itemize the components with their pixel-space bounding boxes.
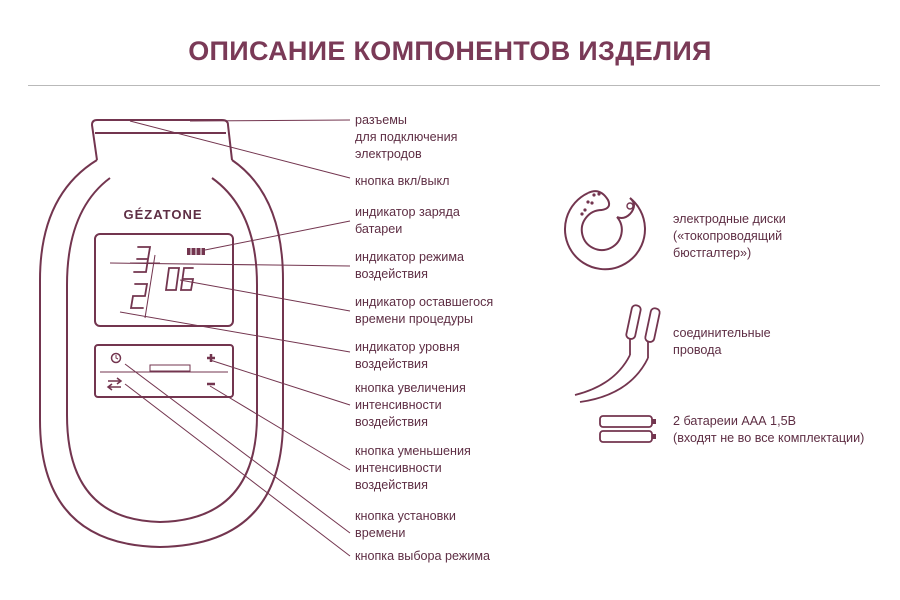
leader-lines xyxy=(109,119,351,557)
title-divider xyxy=(28,85,880,86)
accessory-label-wires: соединительные провода xyxy=(673,326,771,357)
callout-connectors: разъемы для подключения электродов xyxy=(355,113,458,161)
time-indicator xyxy=(164,267,195,291)
callout-level-indicator: индикатор уровня воздействия xyxy=(355,340,460,371)
accessory-label-electrodes: электродные диски («токопроводящий бюстг… xyxy=(673,212,786,260)
button-panel xyxy=(94,344,234,398)
aaa-batteries-icon xyxy=(599,415,656,443)
accessory-label-batteries: 2 батареии ААА 1,5В (входят не во все ко… xyxy=(673,414,865,445)
timer-button[interactable] xyxy=(110,352,122,364)
clock-icon xyxy=(110,352,122,364)
brand-logo: GÉZATONE xyxy=(123,207,202,222)
callout-decrease-button: кнопка уменьшения интенсивности воздейст… xyxy=(355,444,471,492)
electrode-disc-icon xyxy=(564,190,646,271)
connecting-wires-icon xyxy=(574,304,661,403)
callout-battery-indicator: индикатор заряда батареи xyxy=(355,205,460,236)
power-button[interactable] xyxy=(149,364,191,372)
page-title: ОПИСАНИЕ КОМПОНЕНТОВ ИЗДЕЛИЯ xyxy=(188,36,712,66)
lcd-display xyxy=(94,233,234,327)
callout-mode-indicator: индикатор режима воздействия xyxy=(355,250,465,281)
level-indicator xyxy=(129,283,149,309)
callout-power-button: кнопка вкл/выкл xyxy=(355,174,450,188)
electrode-connector xyxy=(90,119,233,161)
callout-mode-button: кнопка выбора режима xyxy=(355,549,491,563)
mode-indicator xyxy=(133,246,152,273)
mode-button[interactable] xyxy=(106,377,123,391)
device-inner-frame xyxy=(66,177,258,524)
battery-indicator xyxy=(187,248,205,255)
cycle-icon xyxy=(106,377,123,391)
callout-timer-button: кнопка установки времени xyxy=(355,509,456,540)
callout-time-indicator: индикатор оставшегося времени процедуры xyxy=(355,295,494,326)
device-body xyxy=(39,159,284,549)
callout-increase-button: кнопка увеличения интенсивности воздейст… xyxy=(355,381,466,429)
